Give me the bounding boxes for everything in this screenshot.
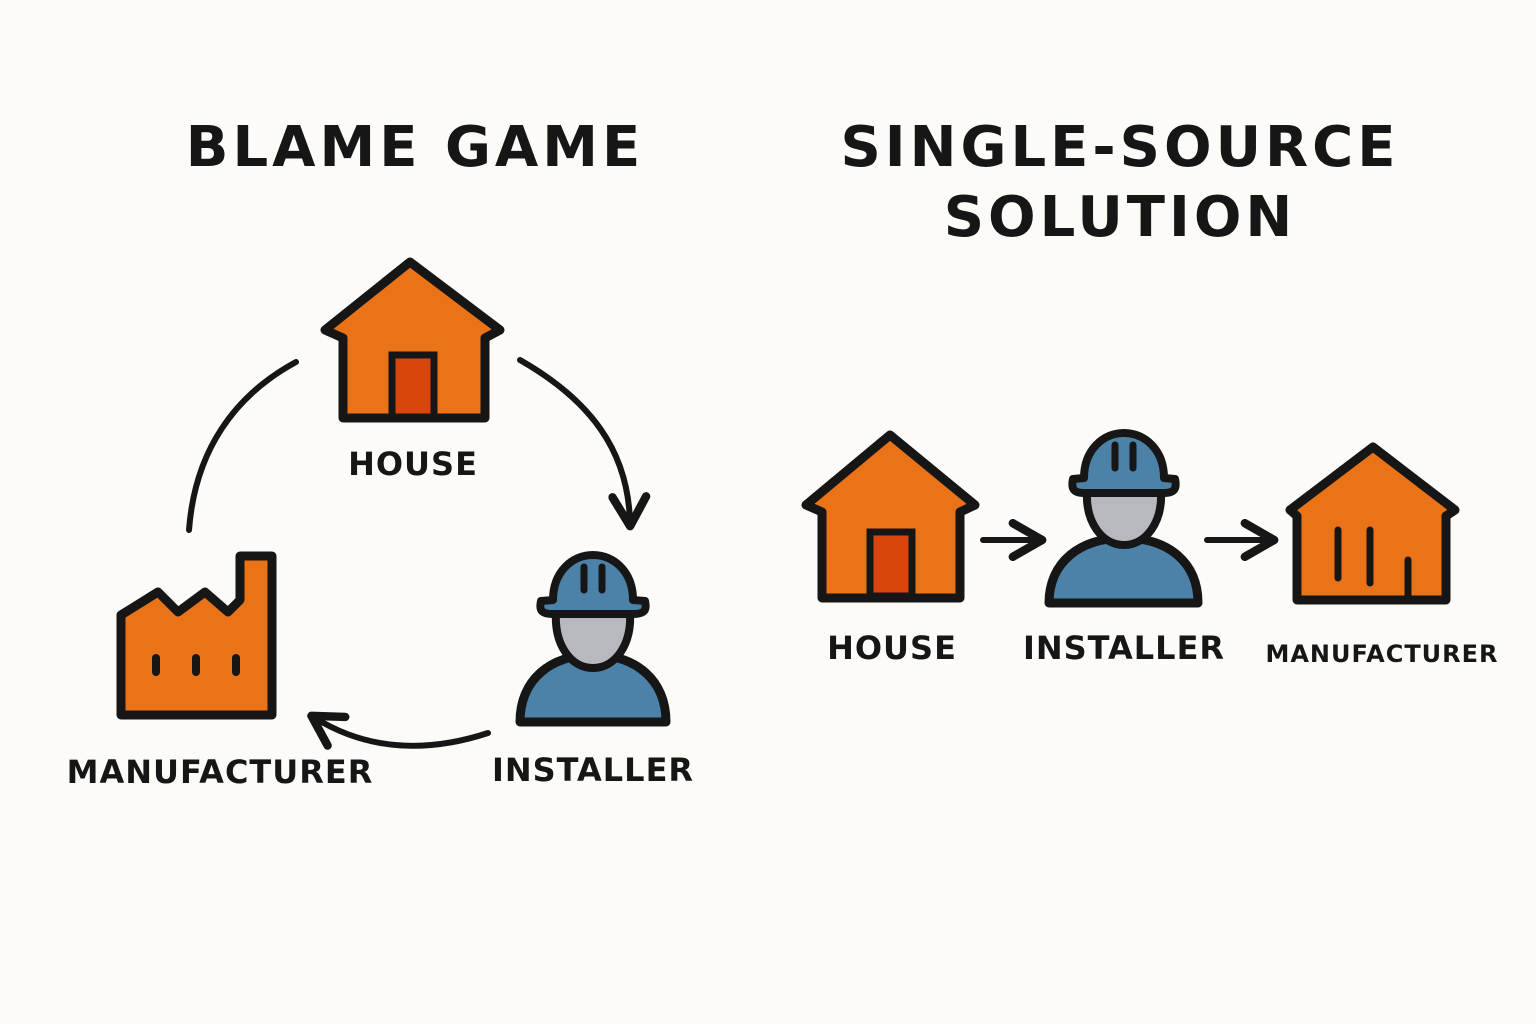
blame-house-label: HOUSE: [348, 445, 478, 483]
single-manufacturer-label: MANUFACTURER: [1265, 640, 1499, 668]
single-house-icon: [801, 430, 980, 603]
blame-installer-icon: [515, 551, 671, 727]
single-house-label: HOUSE: [827, 629, 957, 667]
single-manufacturer-icon: [1285, 442, 1460, 605]
blame-house-icon: [320, 257, 505, 423]
blame-game-title: BLAME GAME: [185, 115, 645, 180]
single-installer-icon: [1044, 429, 1203, 608]
arrow-manufacturer-to-house: [186, 359, 299, 533]
arrow-house-to-installer: [517, 357, 651, 531]
blame-manufacturer-label: MANUFACTURER: [66, 753, 374, 791]
blame-factory-icon: [116, 551, 277, 720]
single-source-title-line2: SOLUTION: [943, 185, 1297, 250]
single-source-title-line1: SINGLE-SOURCE: [840, 115, 1400, 180]
arrow-installer-to-manufacturer: [307, 711, 491, 750]
single-installer-label: INSTALLER: [1022, 629, 1226, 667]
blame-installer-label: INSTALLER: [491, 751, 695, 789]
